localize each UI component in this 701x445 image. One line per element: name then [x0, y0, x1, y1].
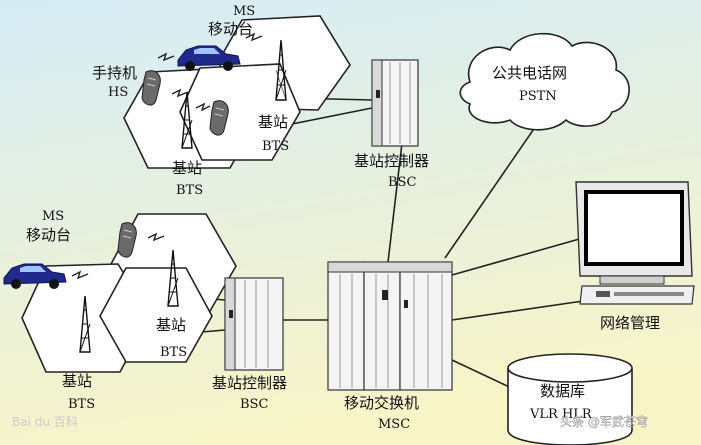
- top-bsc-cabinet: 基站控制器 BSC: [354, 59, 429, 190]
- top-bsc-sub: BSC: [388, 175, 416, 190]
- database-cylinder-icon: 数据库 VLR HLR: [507, 353, 633, 445]
- bottom-bts-b-sub: BTS: [160, 345, 187, 360]
- handheld-phone-icon: [209, 100, 229, 136]
- top-ms-sub: 移动台: [208, 20, 253, 38]
- signal-icon: [147, 232, 165, 242]
- car-icon: [3, 263, 67, 289]
- antenna-tower-icon: [79, 295, 91, 353]
- bottom-bts-b-label: 基站: [156, 316, 186, 334]
- top-bts-b-sub: BTS: [262, 139, 289, 154]
- antenna-tower-icon: [167, 249, 179, 307]
- signal-icon: [245, 32, 263, 42]
- top-bsc-label: 基站控制器: [354, 152, 429, 170]
- computer-monitor-icon: 网络管理: [575, 181, 695, 332]
- bottom-bts-a-label: 基站: [62, 372, 92, 390]
- antenna-tower-icon: [275, 39, 287, 101]
- bottom-bsc-sub: BSC: [240, 397, 268, 412]
- top-bts-b-label: 基站: [258, 113, 288, 131]
- msc-cabinets: 移动交换机 MSC: [327, 261, 453, 432]
- signal-icon: [171, 88, 189, 98]
- bottom-bsc-label: 基站控制器: [212, 374, 287, 392]
- handheld-phone-icon: [117, 222, 137, 258]
- network-mgmt-label: 网络管理: [600, 314, 660, 332]
- baidu-watermark: Bai du 百科: [12, 415, 78, 429]
- top-cluster: MS 移动台 手持机 HS 基站 BTS 基站 BTS: [92, 4, 351, 198]
- database-label: 数据库: [540, 382, 585, 400]
- toutiao-watermark: 头条 @军武苍穹: [560, 414, 648, 429]
- handheld-sub: HS: [108, 85, 128, 100]
- hex-cell: [179, 63, 301, 161]
- handheld-phone-icon: [141, 70, 161, 106]
- car-icon: [177, 45, 241, 71]
- handheld-label: 手持机: [92, 64, 137, 82]
- signal-icon: [195, 102, 211, 112]
- database-sub: VLR HLR: [529, 407, 593, 422]
- hex-cell: [99, 267, 213, 363]
- msc-sub: MSC: [378, 417, 410, 432]
- keyboard-icon: [579, 285, 695, 305]
- signal-icon: [157, 52, 175, 62]
- top-bts-a-label: 基站: [172, 159, 202, 177]
- bottom-ms-sub: 移动台: [26, 226, 71, 244]
- top-bts-a-sub: BTS: [176, 183, 203, 198]
- bottom-bsc-cabinet: 基站控制器 BSC: [212, 277, 287, 412]
- signal-icon: [71, 270, 89, 280]
- bottom-ms-label: MS: [42, 209, 64, 224]
- bottom-cluster: MS 移动台 基站 BTS 基站 BTS: [3, 209, 237, 412]
- top-ms-label: MS: [233, 4, 255, 19]
- bottom-bts-a-sub: BTS: [68, 397, 95, 412]
- pstn-label: 公共电话网: [492, 64, 567, 82]
- pstn-sub: PSTN: [519, 89, 557, 104]
- pstn-cloud: 公共电话网 PSTN: [459, 32, 630, 131]
- antenna-tower-icon: [181, 91, 193, 149]
- msc-label: 移动交换机: [344, 394, 419, 412]
